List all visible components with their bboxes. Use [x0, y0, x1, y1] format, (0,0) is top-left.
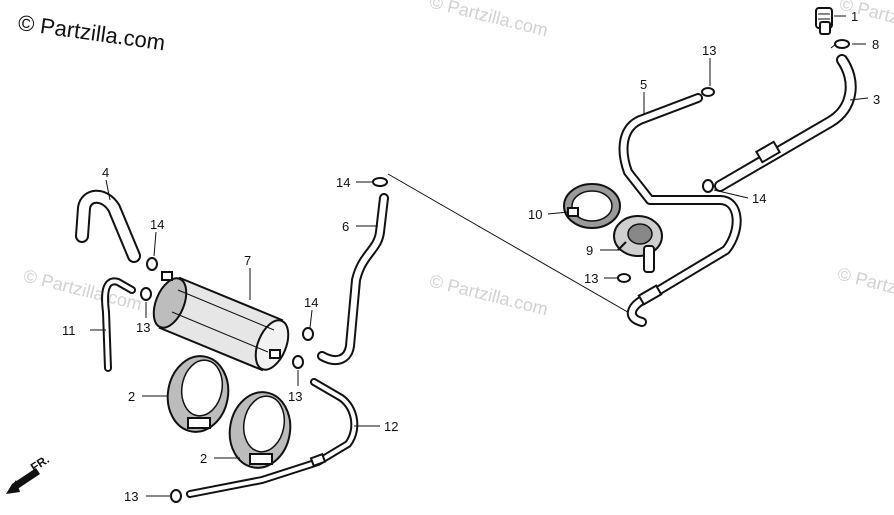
part-14-clip[interactable] — [372, 177, 388, 187]
callout-12: 12 — [384, 419, 398, 434]
part-3-hose[interactable] — [714, 54, 857, 192]
leader-line — [713, 189, 749, 199]
part-2-bracket[interactable] — [162, 351, 234, 436]
part-10-ring[interactable] — [563, 183, 621, 229]
callout-8: 8 — [872, 37, 879, 52]
callout-13: 13 — [584, 271, 598, 286]
part-13-clip[interactable] — [617, 273, 631, 283]
callout-7: 7 — [244, 253, 251, 268]
callout-14: 14 — [336, 175, 350, 190]
callout-1: 1 — [851, 9, 858, 24]
part-1-fitting[interactable] — [815, 7, 833, 35]
part-9-valve[interactable] — [613, 215, 663, 273]
part-12-hose[interactable] — [186, 378, 359, 498]
callout-14: 14 — [150, 217, 164, 232]
callout-13: 13 — [136, 320, 150, 335]
callout-11: 11 — [62, 323, 76, 338]
callout-13: 13 — [702, 43, 716, 58]
part-2-bracket[interactable] — [224, 387, 296, 472]
part-14-clip[interactable] — [702, 179, 714, 193]
part-13-clip[interactable] — [140, 287, 152, 301]
part-13-clip[interactable] — [701, 87, 715, 97]
part-13-clip[interactable] — [292, 355, 304, 369]
callout-13: 13 — [124, 489, 138, 504]
callout-14: 14 — [304, 295, 318, 310]
part-7-canister[interactable] — [147, 271, 294, 374]
part-14-clip[interactable] — [146, 257, 158, 271]
leader-line — [153, 231, 157, 257]
callout-2: 2 — [128, 389, 135, 404]
part-11-hose[interactable] — [101, 277, 136, 372]
leader-line — [547, 211, 569, 215]
callout-5: 5 — [640, 77, 647, 92]
part-14-clip[interactable] — [302, 327, 314, 341]
callout-10: 10 — [528, 207, 542, 222]
callout-3: 3 — [873, 92, 880, 107]
part-6-hose[interactable] — [317, 193, 389, 366]
callout-6: 6 — [342, 219, 349, 234]
callout-13: 13 — [288, 389, 302, 404]
part-13-clip[interactable] — [170, 489, 182, 503]
leader-line — [105, 179, 111, 201]
callout-2: 2 — [200, 451, 207, 466]
leader-line — [309, 309, 313, 329]
leader-line — [849, 97, 869, 101]
callout-4: 4 — [102, 165, 109, 180]
part-5-pipe[interactable] — [618, 93, 742, 327]
part-4-hose[interactable] — [75, 189, 141, 263]
front-direction-arrow: FR. — [6, 452, 52, 494]
part-8-clip[interactable] — [830, 39, 850, 49]
callout-14: 14 — [752, 191, 766, 206]
reference-line — [387, 173, 646, 323]
callout-9: 9 — [586, 243, 593, 258]
